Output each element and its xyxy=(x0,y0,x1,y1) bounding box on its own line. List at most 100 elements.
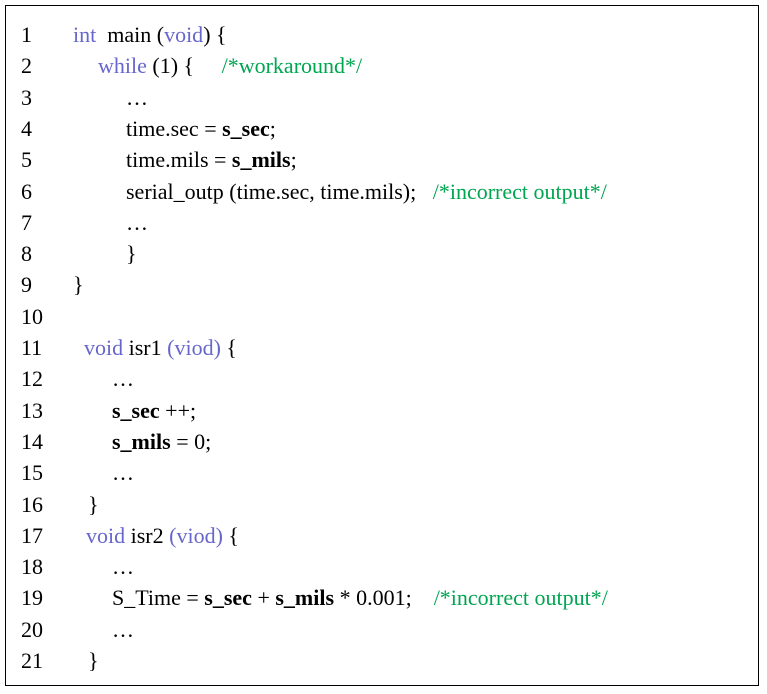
code-token: … xyxy=(112,460,134,486)
line-number: 17 xyxy=(21,522,43,548)
code-text: } xyxy=(126,238,137,270)
line-number: 12 xyxy=(21,366,43,392)
code-token: ; xyxy=(290,147,297,173)
code-line: 11 void isr1 (viod) { xyxy=(6,332,758,364)
code-token: s_mils xyxy=(112,428,171,454)
code-token: s_sec xyxy=(112,397,160,423)
line-number: 4 xyxy=(21,115,32,141)
code-token: ++; xyxy=(159,397,197,423)
code-line: 21} xyxy=(6,645,758,677)
code-token: + xyxy=(251,585,276,611)
line-number: 14 xyxy=(21,428,43,454)
code-line: 20 … xyxy=(6,614,758,646)
line-number: 15 xyxy=(21,460,43,486)
code-line: 14 s_mils = 0; xyxy=(6,426,758,458)
code-text: void isr2 (viod) { xyxy=(86,520,239,552)
code-text: } xyxy=(73,269,84,301)
code-line: 6 serial_outp (time.sec, time.mils); /*in… xyxy=(6,176,758,208)
line-number: 5 xyxy=(21,147,32,173)
code-keyword: void xyxy=(84,335,124,360)
line-number: 2 xyxy=(21,53,32,79)
code-text: … xyxy=(126,207,148,239)
code-keyword: void xyxy=(164,22,204,47)
code-line: 16} xyxy=(6,489,758,521)
code-line: 1 int main (void) { xyxy=(6,19,758,51)
code-comment: /*workaround*/ xyxy=(221,53,363,79)
code-token: serial_outp (time.sec, time.mils); xyxy=(126,178,433,204)
code-comment: /*incorrect output*/ xyxy=(432,178,607,204)
code-line: 10 xyxy=(6,301,758,333)
code-text: while (1) { /*workaround*/ xyxy=(98,50,362,82)
line-number: 1 xyxy=(21,22,32,47)
code-text: … xyxy=(112,551,134,583)
code-token: s_sec xyxy=(204,585,252,611)
code-keyword: void xyxy=(86,522,126,548)
code-token: isr1 xyxy=(123,335,168,360)
code-line: 17 void isr2 (viod) { xyxy=(6,520,758,552)
code-line: 15 … xyxy=(6,457,758,489)
code-token: time.mils = xyxy=(126,147,232,173)
code-keyword: (viod) xyxy=(169,522,223,548)
code-token: ) { xyxy=(203,22,227,47)
code-line: 3… xyxy=(6,82,758,114)
code-token: … xyxy=(126,84,148,110)
code-token: … xyxy=(112,616,134,642)
code-token: { xyxy=(220,335,237,360)
code-line: 8} xyxy=(6,238,758,270)
code-line: 9} xyxy=(6,269,758,301)
code-token: time.sec = xyxy=(126,115,223,141)
code-token: S_Time = xyxy=(112,585,205,611)
code-token: … xyxy=(112,554,134,580)
code-keyword: (viod) xyxy=(167,335,221,360)
code-text: time.sec = s_sec; xyxy=(126,113,276,145)
line-number: 13 xyxy=(21,397,43,423)
code-line: 7… xyxy=(6,207,758,239)
code-token: s_mils xyxy=(275,585,335,611)
code-text: … xyxy=(112,614,134,646)
code-comment: /*incorrect output*/ xyxy=(433,585,608,611)
code-token: s_mils xyxy=(231,147,291,173)
code-token: = 0; xyxy=(170,428,212,454)
line-number: 9 xyxy=(21,272,32,298)
code-token: } xyxy=(88,648,99,673)
code-line: 4 time.sec = s_sec; xyxy=(6,113,758,145)
code-token: } xyxy=(88,491,99,517)
line-number: 6 xyxy=(21,178,32,204)
code-line: 12 … xyxy=(6,363,758,395)
code-line: 18 … xyxy=(6,551,758,583)
line-number: 18 xyxy=(21,554,43,580)
code-token: s_sec xyxy=(222,115,270,141)
code-token: … xyxy=(126,209,148,235)
line-number: 3 xyxy=(21,84,32,110)
code-token: ; xyxy=(269,115,276,141)
line-number: 7 xyxy=(21,209,32,235)
code-token: { xyxy=(222,522,239,548)
code-token: } xyxy=(73,272,84,298)
code-text: … xyxy=(112,457,134,489)
line-number: 8 xyxy=(21,241,32,267)
code-keyword: while xyxy=(98,53,147,79)
code-text: time.mils = s_mils; xyxy=(126,144,297,176)
code-text: serial_outp (time.sec, time.mils); /*inc… xyxy=(126,176,607,208)
code-text: s_mils = 0; xyxy=(112,426,211,458)
line-number: 21 xyxy=(21,648,43,673)
code-line: 19 S_Time = s_sec + s_mils * 0.001; /*inc… xyxy=(6,582,758,614)
code-line: 13 s_sec ++; xyxy=(6,395,758,427)
line-number: 20 xyxy=(21,616,43,642)
code-text: … xyxy=(112,363,134,395)
code-text: void isr1 (viod) { xyxy=(84,332,237,364)
code-text: int main (void) { xyxy=(73,19,227,51)
code-line: 2 while (1) { /*workaround*/ xyxy=(6,50,758,82)
code-token: } xyxy=(126,241,137,267)
code-text: S_Time = s_sec + s_mils * 0.001; /*incor… xyxy=(112,582,608,614)
code-token: (1) { xyxy=(146,53,222,79)
code-token: main ( xyxy=(96,22,165,47)
line-number: 11 xyxy=(21,335,43,360)
line-number: 19 xyxy=(21,585,43,611)
code-text: s_sec ++; xyxy=(112,395,196,427)
code-token: … xyxy=(112,366,134,392)
code-text: … xyxy=(126,82,148,114)
code-keyword: int xyxy=(73,22,97,47)
code-text: } xyxy=(88,489,99,521)
